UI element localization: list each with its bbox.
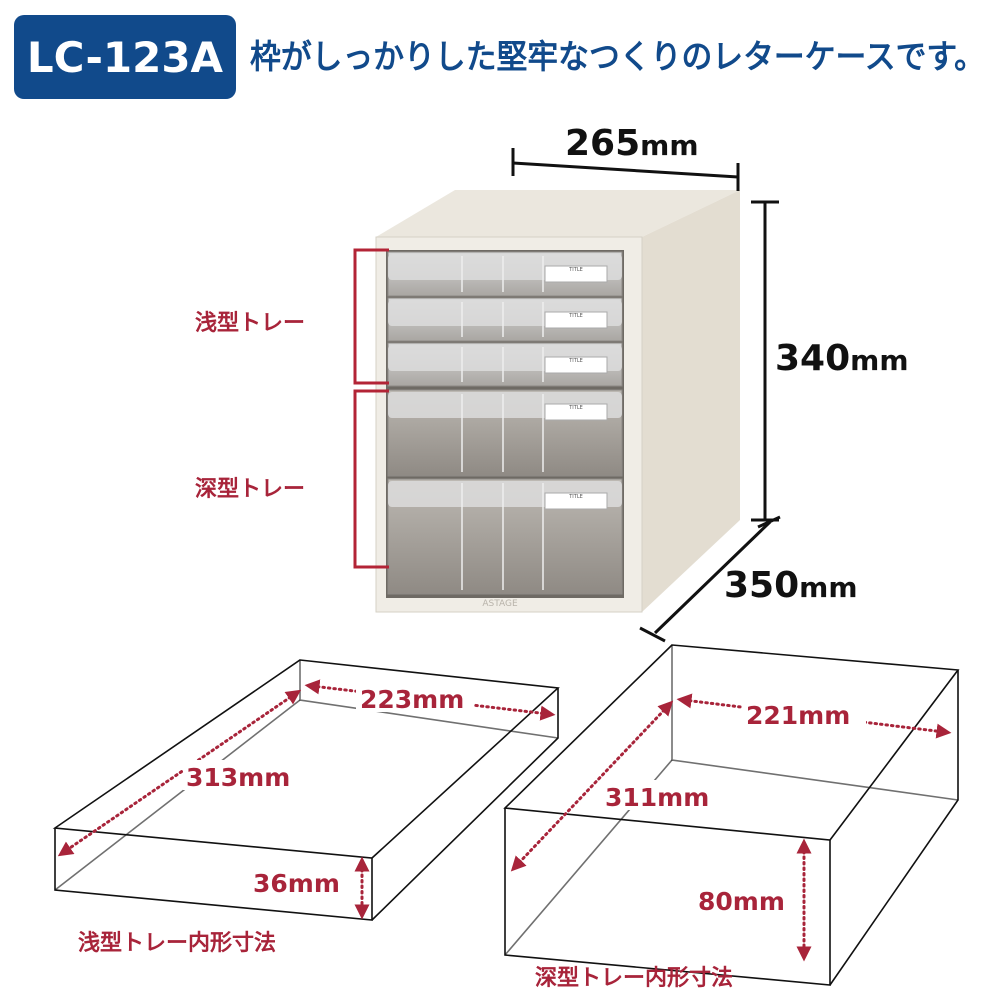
deep-tray-diagram: 221mm 311mm 80mm 深型トレー内形寸法 [503,644,960,991]
shallow-drawer[interactable]: TITLE [387,251,623,297]
dimension-width: 265mm [511,123,740,191]
width-label: 265mm [565,123,699,164]
shallow-tray-label: 浅型トレー [195,311,305,336]
shallow-depth-label: 313mm [186,763,290,792]
deep-depth-label: 311mm [605,783,709,812]
deep-drawer[interactable]: TITLE [387,389,623,477]
deep-width-label: 221mm [746,701,850,730]
drawer-label-card [544,356,608,374]
height-label: 340mm [775,338,909,379]
shallow-bracket [353,248,389,385]
cabinet-side [642,190,740,612]
drawer-label-text: TITLE [568,358,583,364]
model-number: LC-123A [27,33,224,82]
drawer-label-card [544,265,608,283]
deep-bracket [353,389,389,569]
shallow-height-label: 36mm [253,869,340,898]
drawer-label-text: TITLE [568,494,583,500]
deep-tray-label: 深型トレー [195,477,305,502]
deep-caption: 深型トレー内形寸法 [535,966,733,991]
drawer-label-card [544,311,608,329]
drawer-label-text: TITLE [568,313,583,319]
brand-logo: ASTAGE [482,599,518,609]
depth-label: 350mm [724,565,858,606]
drawer-label-text: TITLE [568,405,583,411]
model-badge [14,15,236,99]
shallow-width-label: 223mm [360,685,464,714]
cabinet-top [376,190,740,237]
shallow-caption: 浅型トレー内形寸法 [78,931,276,956]
dimension-depth: 350mm [639,515,858,643]
letter-case-cabinet: TITLE TITLE TITLE TITLE TITLE ASTAGE [375,190,740,613]
tray-brackets: 浅型トレー 深型トレー [195,248,389,569]
drawer-label-text: TITLE [568,267,583,273]
drawer-label-card [544,403,608,421]
deep-drawer[interactable]: TITLE [387,478,623,595]
drawer-label-card [544,492,608,510]
deep-height-label: 80mm [698,887,785,916]
dimension-height: 340mm [751,200,909,522]
shallow-tray-diagram: 223mm 313mm 36mm 浅型トレー内形寸法 [52,659,560,956]
shallow-drawer[interactable]: TITLE [387,342,623,387]
tagline: 枠がしっかりした堅牢なつくりのレターケースです。 [250,37,985,76]
shallow-drawer[interactable]: TITLE [387,297,623,342]
header: LC-123A 枠がしっかりした堅牢なつくりのレターケースです。 [14,15,985,99]
